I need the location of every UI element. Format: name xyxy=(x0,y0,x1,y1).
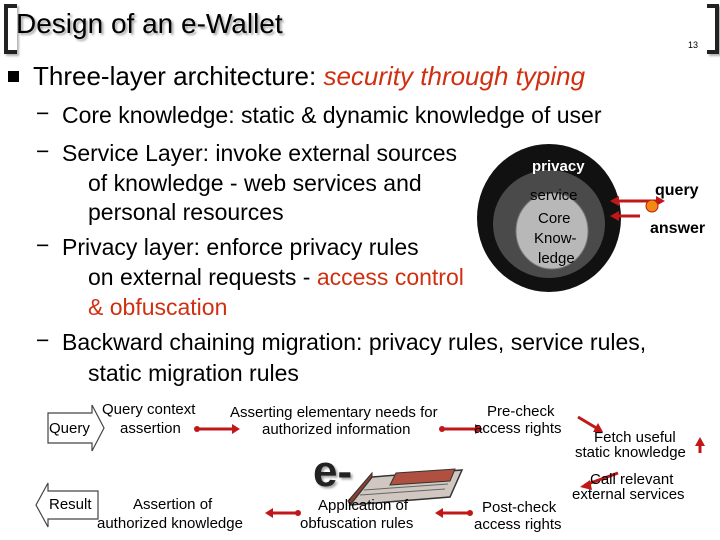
flow-fetch-1: Fetch useful xyxy=(594,429,676,446)
flow-call-2: external services xyxy=(572,486,685,503)
flow-assertion-1: Assertion of xyxy=(133,496,213,513)
dash-icon: − xyxy=(36,327,50,353)
flow-asserting-1: Asserting elementary needs for xyxy=(230,404,438,421)
query-outline-arrow-icon xyxy=(47,404,105,452)
sub-bullet-migration-2: static migration rules xyxy=(88,360,299,386)
sub-bullet-privacy-3: & obfuscation xyxy=(88,294,228,320)
star-icon xyxy=(645,199,659,213)
core-label-1: Core xyxy=(538,210,571,227)
flow-precheck-2: access rights xyxy=(474,420,562,437)
flow-query-context-1: Query context xyxy=(102,401,196,418)
connector-arrow xyxy=(577,415,599,431)
flow-query: Query xyxy=(49,420,90,437)
dash-icon: − xyxy=(36,100,50,126)
flow-obfuscation-2: obfuscation rules xyxy=(300,515,414,532)
flow-query-context-2: assertion xyxy=(120,420,181,437)
query-arrowhead-icon xyxy=(656,196,665,206)
main-bullet-highlight: security through typing xyxy=(323,61,586,91)
flow-assertion-2: authorized knowledge xyxy=(97,515,243,532)
flow-obfuscation-1: Application of xyxy=(318,497,409,514)
sub-bullet-core: Core knowledge: static & dynamic knowled… xyxy=(62,102,602,128)
flow-call-1: Call relevant xyxy=(590,471,674,488)
core-label-2: Know- xyxy=(534,230,577,247)
flow-postcheck-2: access rights xyxy=(474,516,562,533)
query-arrowhead-icon xyxy=(610,196,619,206)
title-bracket-right xyxy=(707,4,719,54)
result-outline-arrow-icon xyxy=(35,482,99,528)
dash-icon: − xyxy=(36,232,50,258)
flow-precheck-1: Pre-check xyxy=(487,403,555,420)
title-bracket-left xyxy=(4,4,17,54)
answer-label: answer xyxy=(650,220,706,237)
main-bullet-text: Three-layer architecture: xyxy=(33,61,324,91)
sub-bullet-privacy-2-highlight: access control xyxy=(316,264,464,290)
service-label: service xyxy=(530,187,578,204)
core-label-3: ledge xyxy=(538,250,575,267)
main-bullet: Three-layer architecture: security throu… xyxy=(33,61,585,92)
core-circle xyxy=(515,192,589,270)
flow-fetch-2: static knowledge xyxy=(575,444,686,461)
sub-bullet-migration-1: Backward chaining migration: privacy rul… xyxy=(62,329,647,355)
privacy-label: privacy xyxy=(532,158,585,175)
dash-icon: − xyxy=(36,138,50,164)
flow-asserting-2: authorized information xyxy=(262,421,411,438)
wallet-icon xyxy=(347,468,464,506)
query-label: query xyxy=(655,182,699,199)
page-number: 13 xyxy=(688,40,699,50)
bullet-square-icon xyxy=(8,71,19,82)
sub-bullet-service-3: personal resources xyxy=(88,199,284,225)
answer-arrowhead-icon xyxy=(610,211,619,221)
flow-result: Result xyxy=(49,496,92,513)
sub-bullet-privacy-2-text: on external requests - xyxy=(88,264,317,290)
sub-bullet-privacy-2: on external requests - access control xyxy=(88,262,464,292)
sub-bullet-service-2: of knowledge - web services and xyxy=(88,170,422,196)
e-wallet-logo: e- xyxy=(313,447,353,496)
flow-diagram xyxy=(35,404,705,528)
sub-bullet-service-1: Service Layer: invoke external sources xyxy=(62,140,458,166)
flow-postcheck-1: Post-check xyxy=(482,499,557,516)
sub-bullet-privacy-1: Privacy layer: enforce privacy rules xyxy=(62,234,419,260)
layers-diagram xyxy=(477,144,665,292)
slide-title: Design of an e-Wallet xyxy=(16,8,283,39)
